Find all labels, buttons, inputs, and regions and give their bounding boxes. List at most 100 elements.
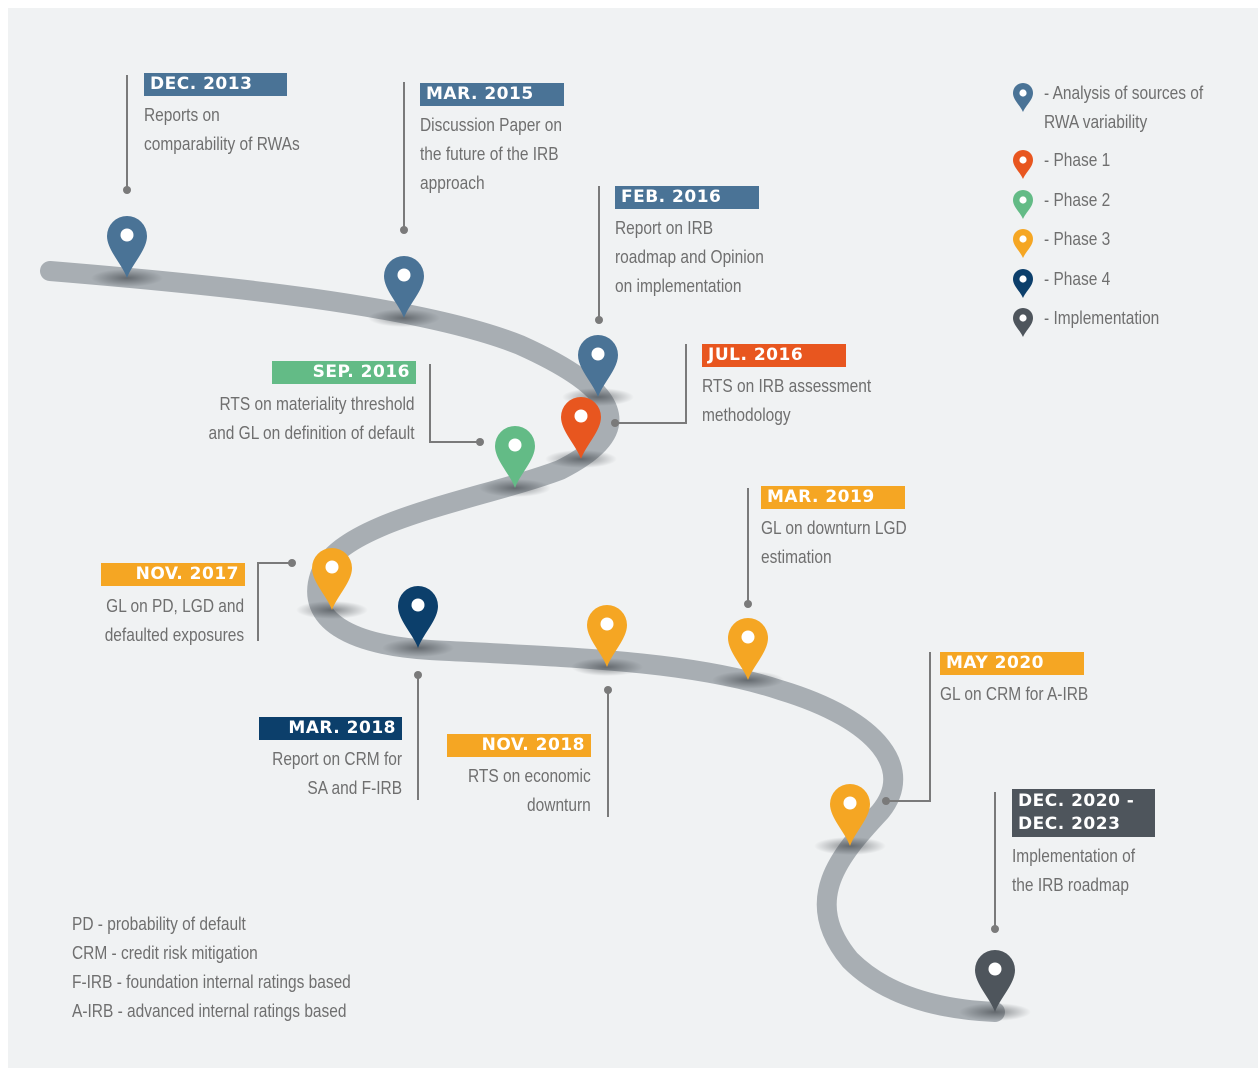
map-pin-icon: [1013, 269, 1033, 298]
map-pin-icon: [296, 548, 368, 619]
pin-body: [561, 397, 601, 459]
pin-body: [107, 216, 147, 278]
milestone-text-line: roadmap and Opinion: [615, 247, 764, 267]
background-panel: [8, 8, 1258, 1068]
connector-may2020: [886, 652, 931, 802]
milestone-text-line: Discussion Paper on: [420, 115, 562, 135]
milestone-text-line: Report on IRB: [615, 218, 714, 238]
map-pin-icon: [368, 256, 440, 327]
legend-item-implementation: - Implementation: [1012, 308, 1178, 338]
pin-hole: [591, 347, 605, 361]
milestone-text-mar2019: GL on downturn LGD estimation: [761, 514, 907, 572]
connector-dot: [288, 559, 296, 567]
milestone-text-line: comparability of RWAs: [144, 134, 300, 154]
pin-hole: [843, 796, 857, 810]
milestone-text-dec2013: Reports on comparability of RWAs: [144, 101, 300, 159]
pin-hole: [411, 598, 425, 612]
legend-text: - Phase 2: [1044, 186, 1110, 215]
milestone-text-line: approach: [420, 173, 485, 193]
connector-dot: [595, 316, 603, 324]
legend-text-line: RWA variability: [1044, 112, 1148, 132]
milestone-text-mar2018: Report on CRM for SA and F-IRB: [272, 745, 402, 803]
pin-hole: [397, 268, 411, 282]
map-pin-icon: [91, 216, 163, 287]
legend-text-line: - Phase 4: [1044, 269, 1111, 289]
milestone-text-line: RTS on IRB assessment: [702, 376, 872, 396]
milestone-text-nov2017: GL on PD, LGD and defaulted exposures: [105, 592, 244, 650]
legend-text: - Phase 1: [1044, 146, 1110, 175]
milestone-text-line: RTS on materiality threshold: [219, 394, 415, 414]
milestone-text-line: GL on PD, LGD and: [106, 596, 244, 616]
pin-hole: [325, 560, 339, 574]
pin-body: [312, 548, 352, 610]
connector-dot: [744, 600, 752, 608]
milestone-text-line: and GL on definition of default: [209, 423, 415, 443]
milestone-text-line: the IRB roadmap: [1012, 875, 1130, 895]
map-pin-icon: [479, 426, 551, 497]
legend-item-phase1: - Phase 1: [1012, 150, 1121, 180]
legend-text: - Phase 4: [1044, 265, 1110, 294]
milestone-date-line: DEC. 2020 -: [1018, 791, 1135, 811]
milestone-text-line: RTS on economic: [468, 766, 591, 786]
milestone-date-nov2018: NOV. 2018: [447, 734, 591, 757]
connector-dots: [123, 186, 999, 933]
connector-dot: [476, 438, 484, 446]
map-pin-icon: [1013, 83, 1033, 112]
connector-dot: [882, 797, 890, 805]
connector-lines: [126, 75, 996, 929]
legend-text-line: - Analysis of sources of: [1044, 83, 1204, 103]
legend-item-phase4: - Phase 4: [1012, 269, 1121, 299]
legend-text: - Implementation: [1044, 304, 1159, 333]
pin-body: [830, 784, 870, 846]
milestone-text-line: Report on CRM for: [272, 749, 402, 769]
milestone-text-line: Reports on: [144, 105, 220, 125]
pin-hole: [741, 630, 755, 644]
connector-nov2017: [257, 562, 292, 641]
milestone-text-line: GL on CRM for A-IRB: [940, 684, 1089, 704]
milestone-text-may2020: GL on CRM for A-IRB: [940, 680, 1088, 709]
abbreviations-list: PD - probability of default CRM - credit…: [72, 910, 351, 1026]
legend-item-phase2: - Phase 2: [1012, 190, 1121, 220]
legend-text-line: - Phase 2: [1044, 190, 1111, 210]
legend-item-phase3: - Phase 3: [1012, 229, 1121, 259]
map-pin-icon: [814, 784, 886, 855]
connector-dot: [611, 419, 619, 427]
map-pin-icon: [1013, 229, 1033, 258]
legend-text: - Analysis of sources of RWA variability: [1044, 79, 1203, 137]
map-pin-icon: [1013, 308, 1033, 337]
legend-item-analysis: - Analysis of sources of RWA variability: [1012, 83, 1229, 137]
connector-dot: [123, 186, 131, 194]
milestone-text-nov2018: RTS on economic downturn: [468, 762, 591, 820]
milestone-date-mar2018: MAR. 2018: [259, 717, 402, 740]
milestone-text-jul2016: RTS on IRB assessment methodology: [702, 372, 871, 430]
pin-hole: [988, 962, 1002, 976]
milestone-text-mar2015: Discussion Paper on the future of the IR…: [420, 111, 562, 198]
map-pin-icon: [545, 397, 617, 468]
milestone-text-line: methodology: [702, 405, 791, 425]
milestone-date-line: DEC. 2023: [1018, 814, 1121, 834]
map-pin-icon: [959, 950, 1031, 1021]
abbreviation-item: CRM - credit risk mitigation: [72, 943, 258, 963]
connector-dot: [414, 671, 422, 679]
pin-body: [495, 426, 535, 488]
pin-body: [975, 950, 1015, 1012]
legend-text-line: - Phase 3: [1044, 229, 1111, 249]
map-pin-icon: [571, 605, 643, 676]
connector-dot: [991, 925, 999, 933]
map-pin-icon: [562, 335, 634, 406]
abbreviation-item: PD - probability of default: [72, 914, 246, 934]
milestone-text-line: GL on downturn LGD: [761, 518, 907, 538]
legend-text-line: - Implementation: [1044, 308, 1160, 328]
milestone-date-feb2016: FEB. 2016: [615, 186, 759, 209]
pin-body: [398, 586, 438, 648]
pin-body: [578, 335, 618, 397]
connector-dot: [400, 226, 408, 234]
milestone-text-line: downturn: [527, 795, 591, 815]
connector-jul2016: [615, 344, 687, 424]
pin-hole: [600, 617, 614, 631]
milestone-date-jul2016: JUL. 2016: [702, 344, 846, 367]
pin-body: [384, 256, 424, 318]
milestone-date-may2020: MAY 2020: [940, 652, 1084, 675]
abbreviation-item: A-IRB - advanced internal ratings based: [72, 1001, 347, 1021]
